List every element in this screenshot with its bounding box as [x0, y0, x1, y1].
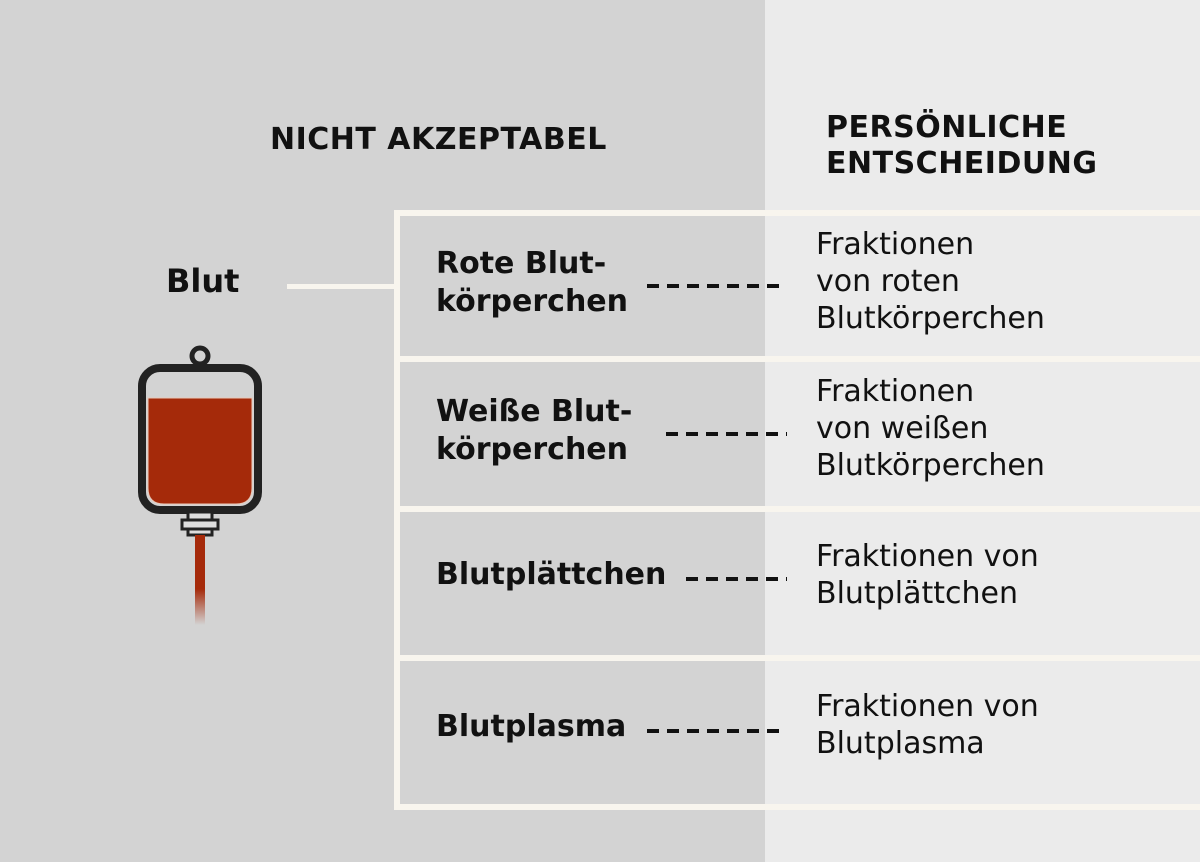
- not-acceptable-panel: [0, 0, 765, 862]
- row-divider: [394, 804, 1200, 810]
- component-white-cells: Weiße Blut- körperchen: [436, 394, 633, 467]
- component-red-cells: Rote Blut- körperchen: [436, 246, 629, 319]
- header-not-acceptable: NICHT AKZEPTABEL: [270, 122, 607, 157]
- row-divider: [394, 506, 1200, 512]
- row-divider: [394, 210, 1200, 216]
- fraction-plasma: Fraktionen von Blutplasma: [816, 689, 1039, 761]
- fraction-platelets: Fraktionen von Blutplättchen: [816, 539, 1039, 611]
- header-right-line2: ENTSCHEIDUNG: [826, 146, 1098, 181]
- fraction-white-cells: Fraktionen von weißen Blutkörperchen: [816, 374, 1045, 483]
- header-right-line1: PERSÖNLICHE: [826, 110, 1068, 145]
- fraction-red-cells: Fraktionen von roten Blutkörperchen: [816, 227, 1045, 336]
- blood-label: Blut: [166, 262, 240, 300]
- component-platelets: Blutplättchen: [436, 557, 667, 592]
- dashed-connector: [686, 577, 787, 581]
- header-personal-decision: PERSÖNLICHE ENTSCHEIDUNG: [826, 110, 1097, 182]
- dashed-connector: [647, 284, 787, 288]
- personal-decision-panel: [765, 0, 1200, 862]
- connector-line: [287, 284, 397, 289]
- row-divider: [394, 655, 1200, 661]
- dashed-connector: [666, 432, 787, 436]
- dashed-connector: [647, 729, 787, 733]
- blood-bag-icon: [138, 345, 262, 625]
- row-divider: [394, 356, 1200, 362]
- component-plasma: Blutplasma: [436, 709, 627, 744]
